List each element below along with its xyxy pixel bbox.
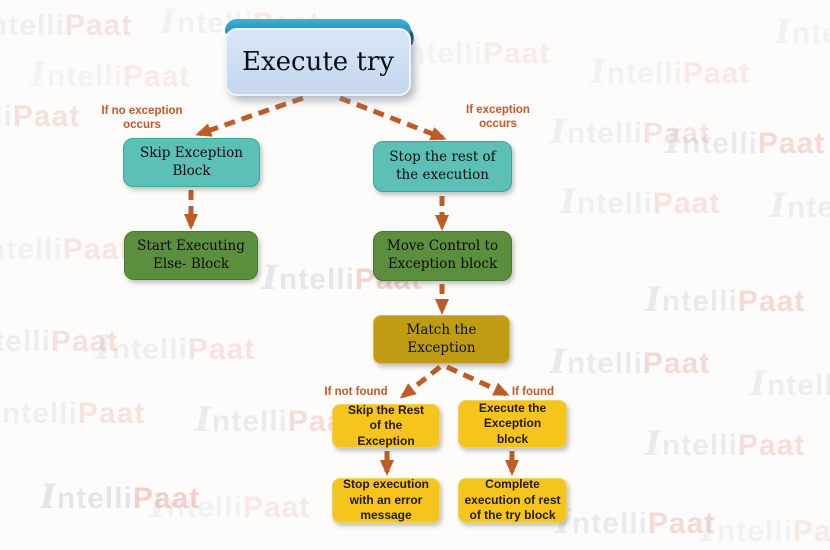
watermark-text-intelli: Intelli: [150, 486, 243, 526]
watermark-text-paat: Paat: [642, 347, 711, 380]
watermark-text-paat: Paat: [652, 187, 721, 220]
watermark-intellipaat: IntelliPaat: [30, 55, 190, 95]
watermark-text-paat: Paat: [682, 57, 751, 90]
watermark-intellipaat: IntelliPaat: [665, 122, 825, 162]
watermark-text-intelli: Intelli: [262, 258, 355, 298]
watermark-text-intelli: Intelli: [645, 424, 738, 464]
watermark-intellipaat: IntelliPaat: [550, 112, 710, 152]
node-complete-execution: Complete execution of rest of the try bl…: [458, 477, 567, 523]
node-skip-exception-block: Skip Exception Block: [123, 138, 260, 187]
watermark-text-paat: Paat: [642, 117, 711, 150]
watermark-intellipaat: IntelliPaat: [700, 510, 830, 550]
watermark-text-intelli: Intelli: [700, 510, 793, 550]
watermark-intellipaat: IntelliPaat: [645, 280, 805, 320]
node-execute-exception: Execute the Exception block: [458, 400, 567, 448]
watermark-intellipaat: IntelliPaat: [0, 228, 130, 268]
watermark-text-paat: Paat: [482, 37, 551, 70]
watermark-text-paat: Paat: [77, 397, 146, 430]
watermark-intellipaat: IntelliPaat: [770, 186, 830, 226]
watermark-intellipaat: IntelliPaat: [560, 182, 720, 222]
watermark-text-intelli: Intelli: [645, 280, 738, 320]
watermark-text-paat: Paat: [64, 9, 133, 42]
label-not-found: If not found: [324, 386, 388, 398]
watermark-text-paat: Paat: [50, 325, 119, 358]
watermark-text-intelli: Intelli: [30, 55, 123, 95]
page-title: Execute try: [241, 47, 394, 77]
watermark-text-paat: Paat: [737, 429, 806, 462]
watermark-text-paat: Paat: [792, 515, 830, 548]
watermark-text-intelli: Intelli: [0, 100, 13, 133]
watermark-text-intelli: Intelli: [0, 325, 51, 358]
watermark-text-intelli: Intelli: [590, 52, 683, 92]
label-no-exception: If no exception occurs: [101, 105, 183, 132]
watermark-intellipaat: IntelliPaat: [555, 502, 715, 542]
header-body: Execute try: [225, 28, 411, 96]
watermark-text-intelli: Intelli: [550, 342, 643, 382]
watermark-text-intelli: Intelli: [0, 233, 63, 266]
watermark-intellipaat: IntelliPaat: [775, 12, 830, 52]
watermark-text-intelli: Intelli: [0, 392, 78, 432]
watermark-intellipaat: IntelliPaat: [40, 477, 200, 517]
watermark-text-intelli: Intelli: [750, 364, 830, 404]
node-match-exception: Match the Exception: [373, 315, 510, 364]
node-move-control: Move Control to Exception block: [373, 231, 512, 281]
watermark-intellipaat: IntelliPaat: [0, 320, 118, 360]
watermark-text-paat: Paat: [757, 127, 826, 160]
watermark-text-intelli: Intelli: [775, 12, 830, 52]
node-stop-rest-of-execution: Stop the rest of the execution: [373, 141, 512, 192]
watermark-text-paat: Paat: [242, 491, 311, 524]
watermark-text-intelli: Intelli: [95, 328, 188, 368]
watermark-intellipaat: IntelliPaat: [95, 328, 255, 368]
watermark-text-intelli: Intelli: [560, 182, 653, 222]
watermark-text-paat: Paat: [62, 233, 131, 266]
node-execute-try: Execute try: [225, 19, 417, 96]
watermark-text-paat: Paat: [647, 507, 716, 540]
watermark-intellipaat: IntelliPaat: [390, 32, 550, 72]
node-stop-execution-error: Stop execution with an error message: [332, 477, 440, 523]
watermark-intellipaat: IntelliPaat: [0, 95, 80, 135]
label-found: If found: [511, 386, 555, 398]
watermark-text-intelli: Intelli: [40, 477, 133, 517]
node-start-executing-else: Start Executing Else- Block: [124, 231, 258, 280]
watermark-intellipaat: IntelliPaat: [0, 392, 145, 432]
watermark-intellipaat: IntelliPaat: [0, 4, 132, 44]
watermark-text-intelli: Intelli: [770, 186, 830, 226]
watermark-intellipaat: IntelliPaat: [645, 424, 805, 464]
watermark-intellipaat: IntelliPaat: [590, 52, 750, 92]
watermark-text-intelli: Intelli: [195, 400, 288, 440]
watermark-text-paat: Paat: [737, 285, 806, 318]
watermark-text-intelli: Intelli: [550, 112, 643, 152]
watermark-text-intelli: Intelli: [665, 122, 758, 162]
watermark-text-paat: Paat: [187, 333, 256, 366]
watermark-text-paat: Paat: [12, 100, 81, 133]
watermark-intellipaat: IntelliPaat: [550, 342, 710, 382]
watermark-intellipaat: IntelliPaat: [150, 486, 310, 526]
label-exception: If exception occurs: [466, 104, 530, 131]
watermark-intellipaat: IntelliPaat: [750, 364, 830, 404]
watermark-text-intelli: Intelli: [0, 9, 65, 42]
watermark-text-paat: Paat: [122, 60, 191, 93]
watermark-text-intelli: Intelli: [555, 502, 648, 542]
node-skip-rest-of-exception: Skip the Rest of the Exception: [332, 403, 440, 448]
watermark-text-paat: Paat: [132, 482, 201, 515]
